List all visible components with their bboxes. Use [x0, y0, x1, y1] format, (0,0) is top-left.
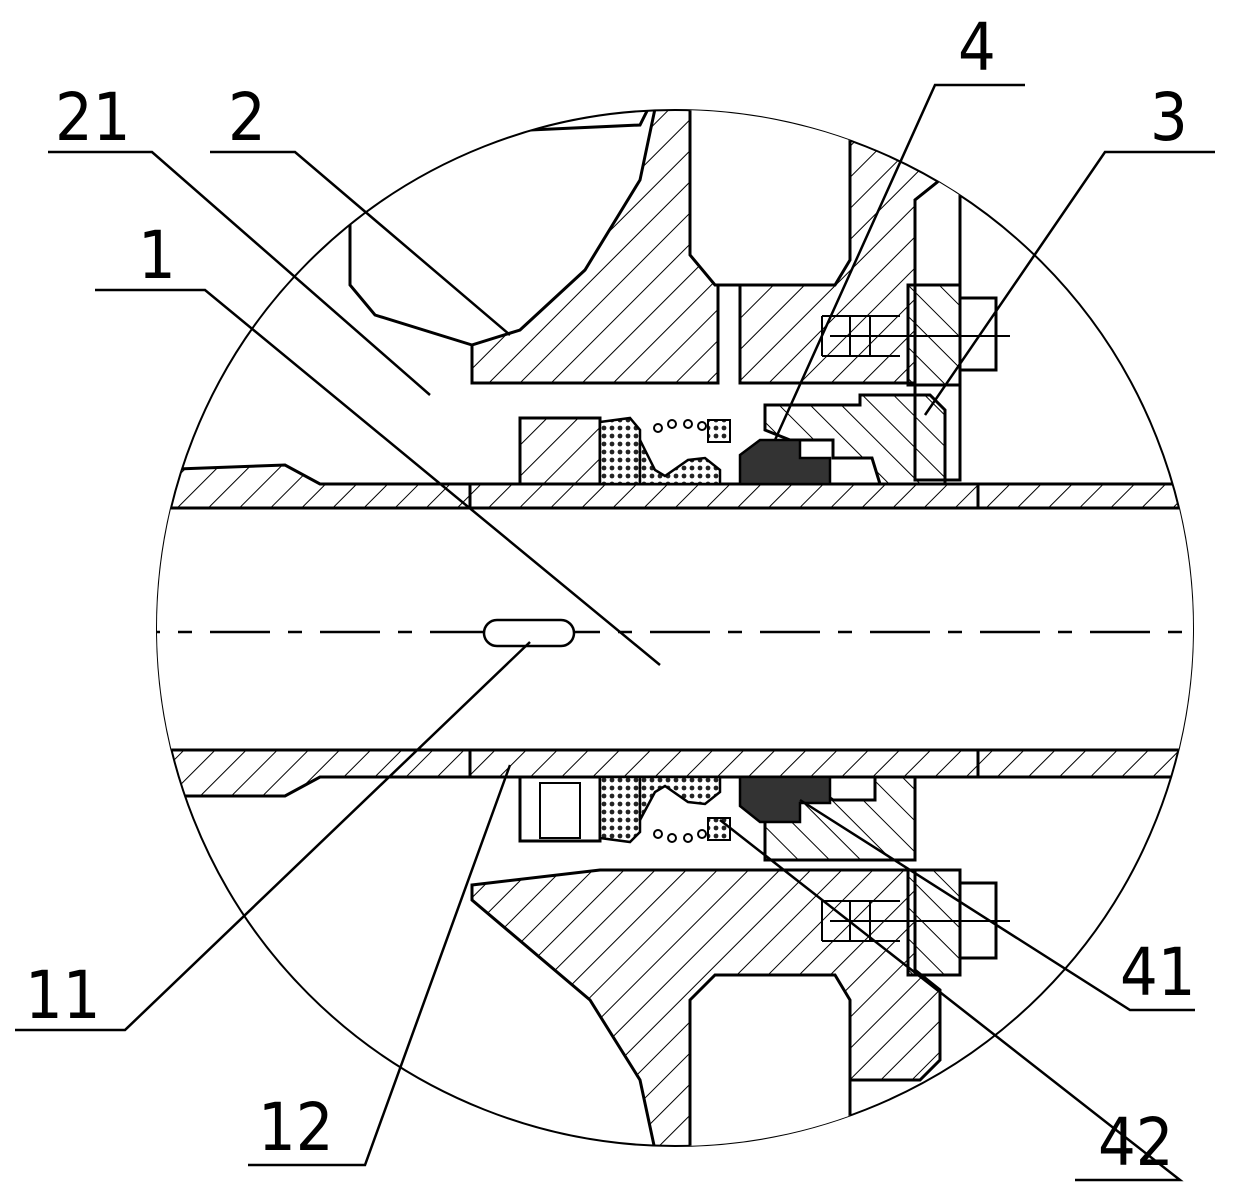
label-12: 12: [258, 1089, 334, 1166]
impeller-lower-cavity: [688, 973, 852, 1146]
rotating-ring-upper: [738, 438, 832, 486]
label-11: 11: [25, 957, 101, 1034]
rotating-ring-lower: [738, 775, 832, 824]
leader-12: [248, 764, 512, 1167]
label-3: 3: [1150, 79, 1188, 156]
sleeve-lower-right: [976, 748, 1193, 779]
leader-1: [95, 288, 661, 666]
shaft-body: [157, 508, 1193, 750]
sleeve-lower-left: [157, 748, 472, 798]
sleeve-upper-middle: [468, 482, 980, 510]
leaders: [15, 83, 1215, 1182]
gland-ring-upper: [518, 416, 602, 486]
leader-41: [799, 798, 1195, 1012]
label-41: 41: [1120, 934, 1196, 1011]
set-screw-lower: [539, 782, 581, 839]
bolt-upper-head: [958, 296, 998, 372]
spring-upper: [638, 439, 722, 486]
leader-42: [719, 819, 1184, 1182]
retainer-upper: [707, 419, 731, 443]
section-content: [157, 110, 1193, 1146]
spring-lower: [638, 775, 722, 821]
leader-21: [48, 150, 431, 396]
bellows-lower: [598, 775, 642, 844]
impeller-vane-upper: [348, 190, 473, 347]
label-1: 1: [138, 217, 176, 294]
leader-3: [923, 150, 1215, 416]
bellows-upper: [598, 416, 642, 486]
key-slot: [482, 618, 576, 648]
impeller-upper-cavity: [688, 110, 852, 287]
label-21: 21: [55, 79, 131, 156]
bolt-lower-shank: [906, 868, 962, 977]
leader-2: [210, 150, 511, 336]
label-4: 4: [958, 9, 996, 86]
sleeve-lower-middle: [468, 748, 980, 779]
label-42: 42: [1098, 1104, 1174, 1181]
leader-4: [773, 83, 1025, 441]
label-2: 2: [228, 79, 266, 156]
sleeve-upper-right: [976, 482, 1193, 510]
leader-11: [15, 641, 531, 1032]
retainer-lower: [707, 817, 731, 841]
sleeve-upper-left: [157, 463, 472, 510]
bolt-lower-thread: [821, 900, 900, 942]
